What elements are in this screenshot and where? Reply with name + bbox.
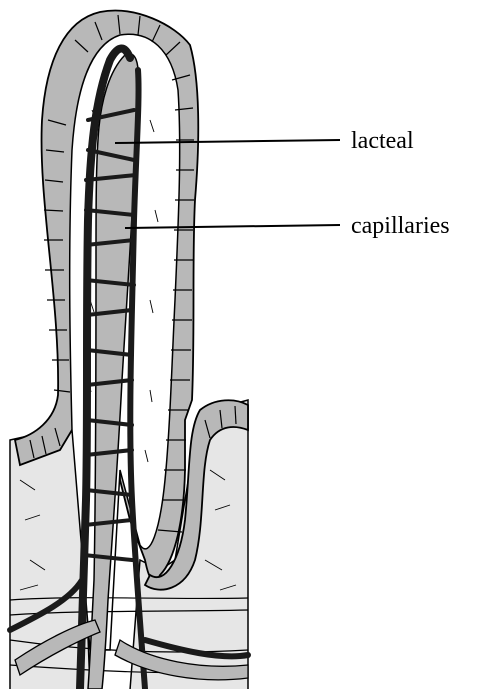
capillaries-label: capillaries [351,213,450,239]
lacteal-label: lacteal [351,128,414,154]
